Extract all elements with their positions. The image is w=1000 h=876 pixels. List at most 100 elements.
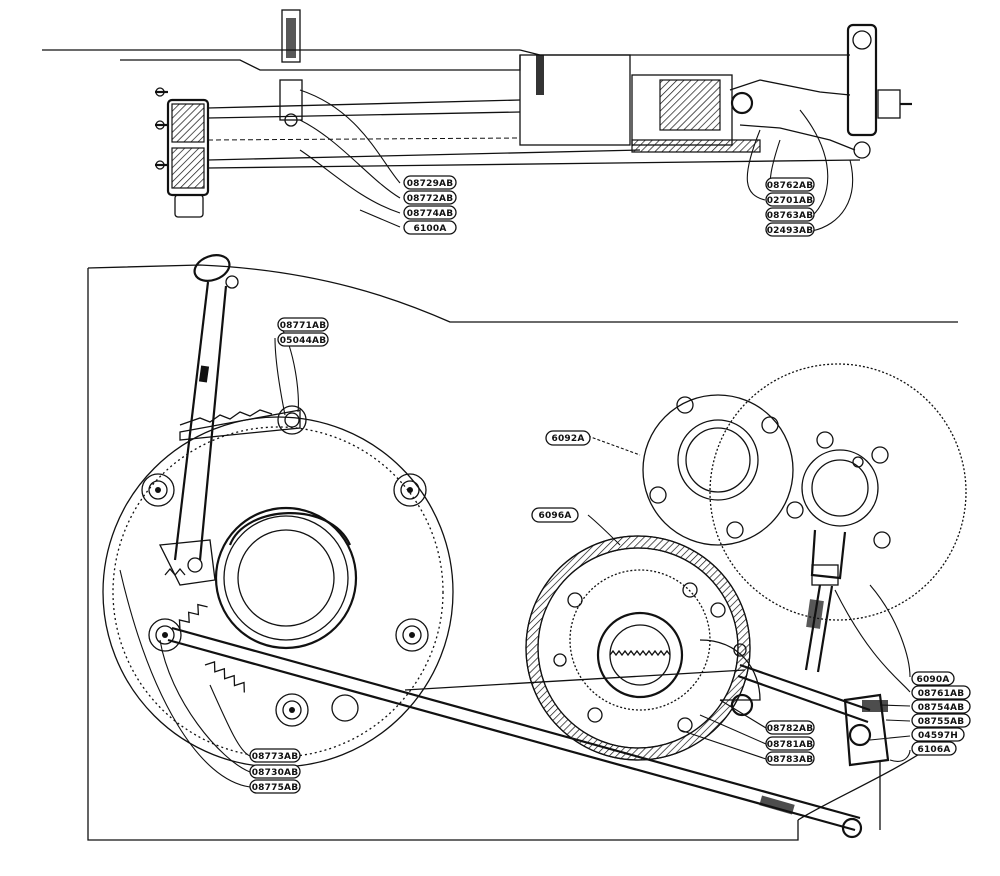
callout-08754AB: 08754AB — [911, 699, 971, 714]
bottom-plan-view — [87, 254, 967, 841]
lever-shaft-right — [198, 285, 228, 561]
svg-text:6100A: 6100A — [413, 224, 446, 234]
drum-bolts — [553, 582, 747, 733]
shaft-thread — [286, 18, 296, 58]
callout-08730AB: 08730AB — [249, 764, 301, 779]
callout-group-top-left: 08729AB 08772AB 08774AB 6100A — [403, 175, 457, 235]
wheel-nut-6 — [277, 405, 307, 435]
callout-08763AB: 08763AB — [765, 207, 815, 222]
svg-text:08783AB: 08783AB — [767, 755, 814, 765]
hub-shadow-arc — [228, 512, 352, 546]
knuckle-bolt-holes — [786, 431, 891, 549]
hub-outer — [214, 506, 358, 650]
right-link-lower — [739, 124, 856, 151]
callout-08761AB: 08761AB — [911, 685, 971, 700]
svg-text:08761AB: 08761AB — [918, 689, 965, 699]
actuator-pivot — [848, 723, 872, 747]
flange-plate-hole — [685, 427, 751, 493]
steering-knuckle — [846, 23, 878, 137]
center-pivot-pin — [284, 113, 298, 127]
pull-rod-upper — [167, 638, 856, 832]
upper-rod — [207, 99, 521, 109]
svg-text:08774AB: 08774AB — [407, 209, 454, 219]
flange-plate — [642, 394, 794, 546]
hub-ring — [223, 515, 349, 641]
callout-08773AB: 08773AB — [249, 748, 301, 763]
wheel-nut-5 — [275, 693, 309, 727]
lever-grip-band — [198, 365, 210, 383]
tie-rod-thread — [806, 599, 824, 629]
callout-group-left-middle: 08771AB 05044AB — [277, 317, 329, 347]
brake-cam — [730, 693, 754, 717]
svg-text:05044AB: 05044AB — [280, 336, 327, 346]
knuckle-arm-nut — [811, 564, 839, 586]
frame-line-right — [519, 49, 850, 56]
wheel-nut-1 — [141, 473, 175, 507]
knuckle-eye — [801, 449, 879, 527]
callout-08771AB: 08771AB — [277, 317, 329, 332]
knuckle-bottom-pin — [853, 141, 871, 159]
ratchet-teeth — [179, 409, 273, 426]
callout-6092A: 6092A — [545, 430, 591, 446]
svg-text:08729AB: 08729AB — [407, 179, 454, 189]
actuator-bracket — [843, 693, 890, 767]
brake-lever — [158, 254, 301, 586]
callout-6096A: 6096A — [531, 507, 579, 523]
lever-foot-pin — [187, 557, 203, 573]
spring-1 — [178, 603, 208, 631]
callout-05044AB: 05044AB — [277, 332, 329, 347]
wheel-nut-7 — [331, 694, 359, 722]
knuckle-eye-inner — [811, 459, 869, 517]
cross-link — [404, 669, 746, 691]
callout-08755AB: 08755AB — [911, 713, 971, 728]
drum-section-hatch — [659, 79, 721, 131]
svg-text:08763AB: 08763AB — [767, 211, 814, 221]
lower-rod — [207, 149, 641, 161]
upper-rod-edge — [207, 111, 521, 119]
callout-6106A: 6106A — [911, 741, 957, 756]
callout-08782AB: 08782AB — [765, 720, 815, 735]
spline-teeth — [609, 649, 671, 657]
top-elevation-view — [42, 9, 912, 232]
callout-6090A: 6090A — [911, 671, 955, 686]
center-pivot — [279, 79, 303, 121]
hub-inner — [237, 529, 335, 627]
callout-group-top-right: 08762AB 02701AB 08763AB 02493AB — [765, 177, 815, 237]
callout-02493AB: 02493AB — [765, 222, 815, 237]
tie-rod-lower — [816, 585, 834, 673]
svg-text:02493AB: 02493AB — [767, 226, 814, 236]
svg-text:08781AB: 08781AB — [767, 740, 814, 750]
pull-rod-lower — [171, 626, 861, 820]
knuckle-nut — [877, 89, 901, 119]
drum-base-hatch — [631, 139, 761, 153]
svg-text:6106A: 6106A — [917, 745, 950, 755]
backing-plate-inner — [112, 426, 444, 758]
svg-text:6090A: 6090A — [916, 675, 949, 685]
left-bracket-hatch-lower — [171, 147, 205, 189]
lever-foot — [158, 539, 216, 586]
callout-6100A: 6100A — [403, 220, 457, 235]
callout-group-left-bottom: 08773AB 08730AB 08775AB — [249, 748, 301, 794]
return-springs — [164, 567, 245, 693]
svg-text:08782AB: 08782AB — [767, 724, 814, 734]
wheel-nut-3 — [148, 618, 182, 652]
pull-rod-clevis — [841, 817, 863, 839]
axle-housing-top — [120, 55, 521, 71]
callout-08772AB: 08772AB — [403, 190, 457, 205]
svg-text:6092A: 6092A — [551, 434, 584, 444]
callout-group-center: 6092A 6096A — [531, 430, 591, 523]
callout-08783AB: 08783AB — [765, 751, 815, 766]
svg-text:08762AB: 08762AB — [767, 181, 814, 191]
callout-08781AB: 08781AB — [765, 736, 815, 751]
lever-handle — [193, 254, 231, 282]
svg-text:6096A: 6096A — [538, 511, 571, 521]
callout-group-right-bottom: 6090A 08761AB 08754AB 08755AB 04597H 610… — [911, 671, 971, 756]
flange-plate-hole-outer — [677, 419, 759, 501]
svg-text:08755AB: 08755AB — [918, 717, 965, 727]
wheel-outline-dotted — [709, 363, 967, 621]
svg-text:04597H: 04597H — [918, 731, 958, 741]
bottom-leaders — [119, 324, 911, 788]
callout-02701AB: 02701AB — [765, 192, 815, 207]
